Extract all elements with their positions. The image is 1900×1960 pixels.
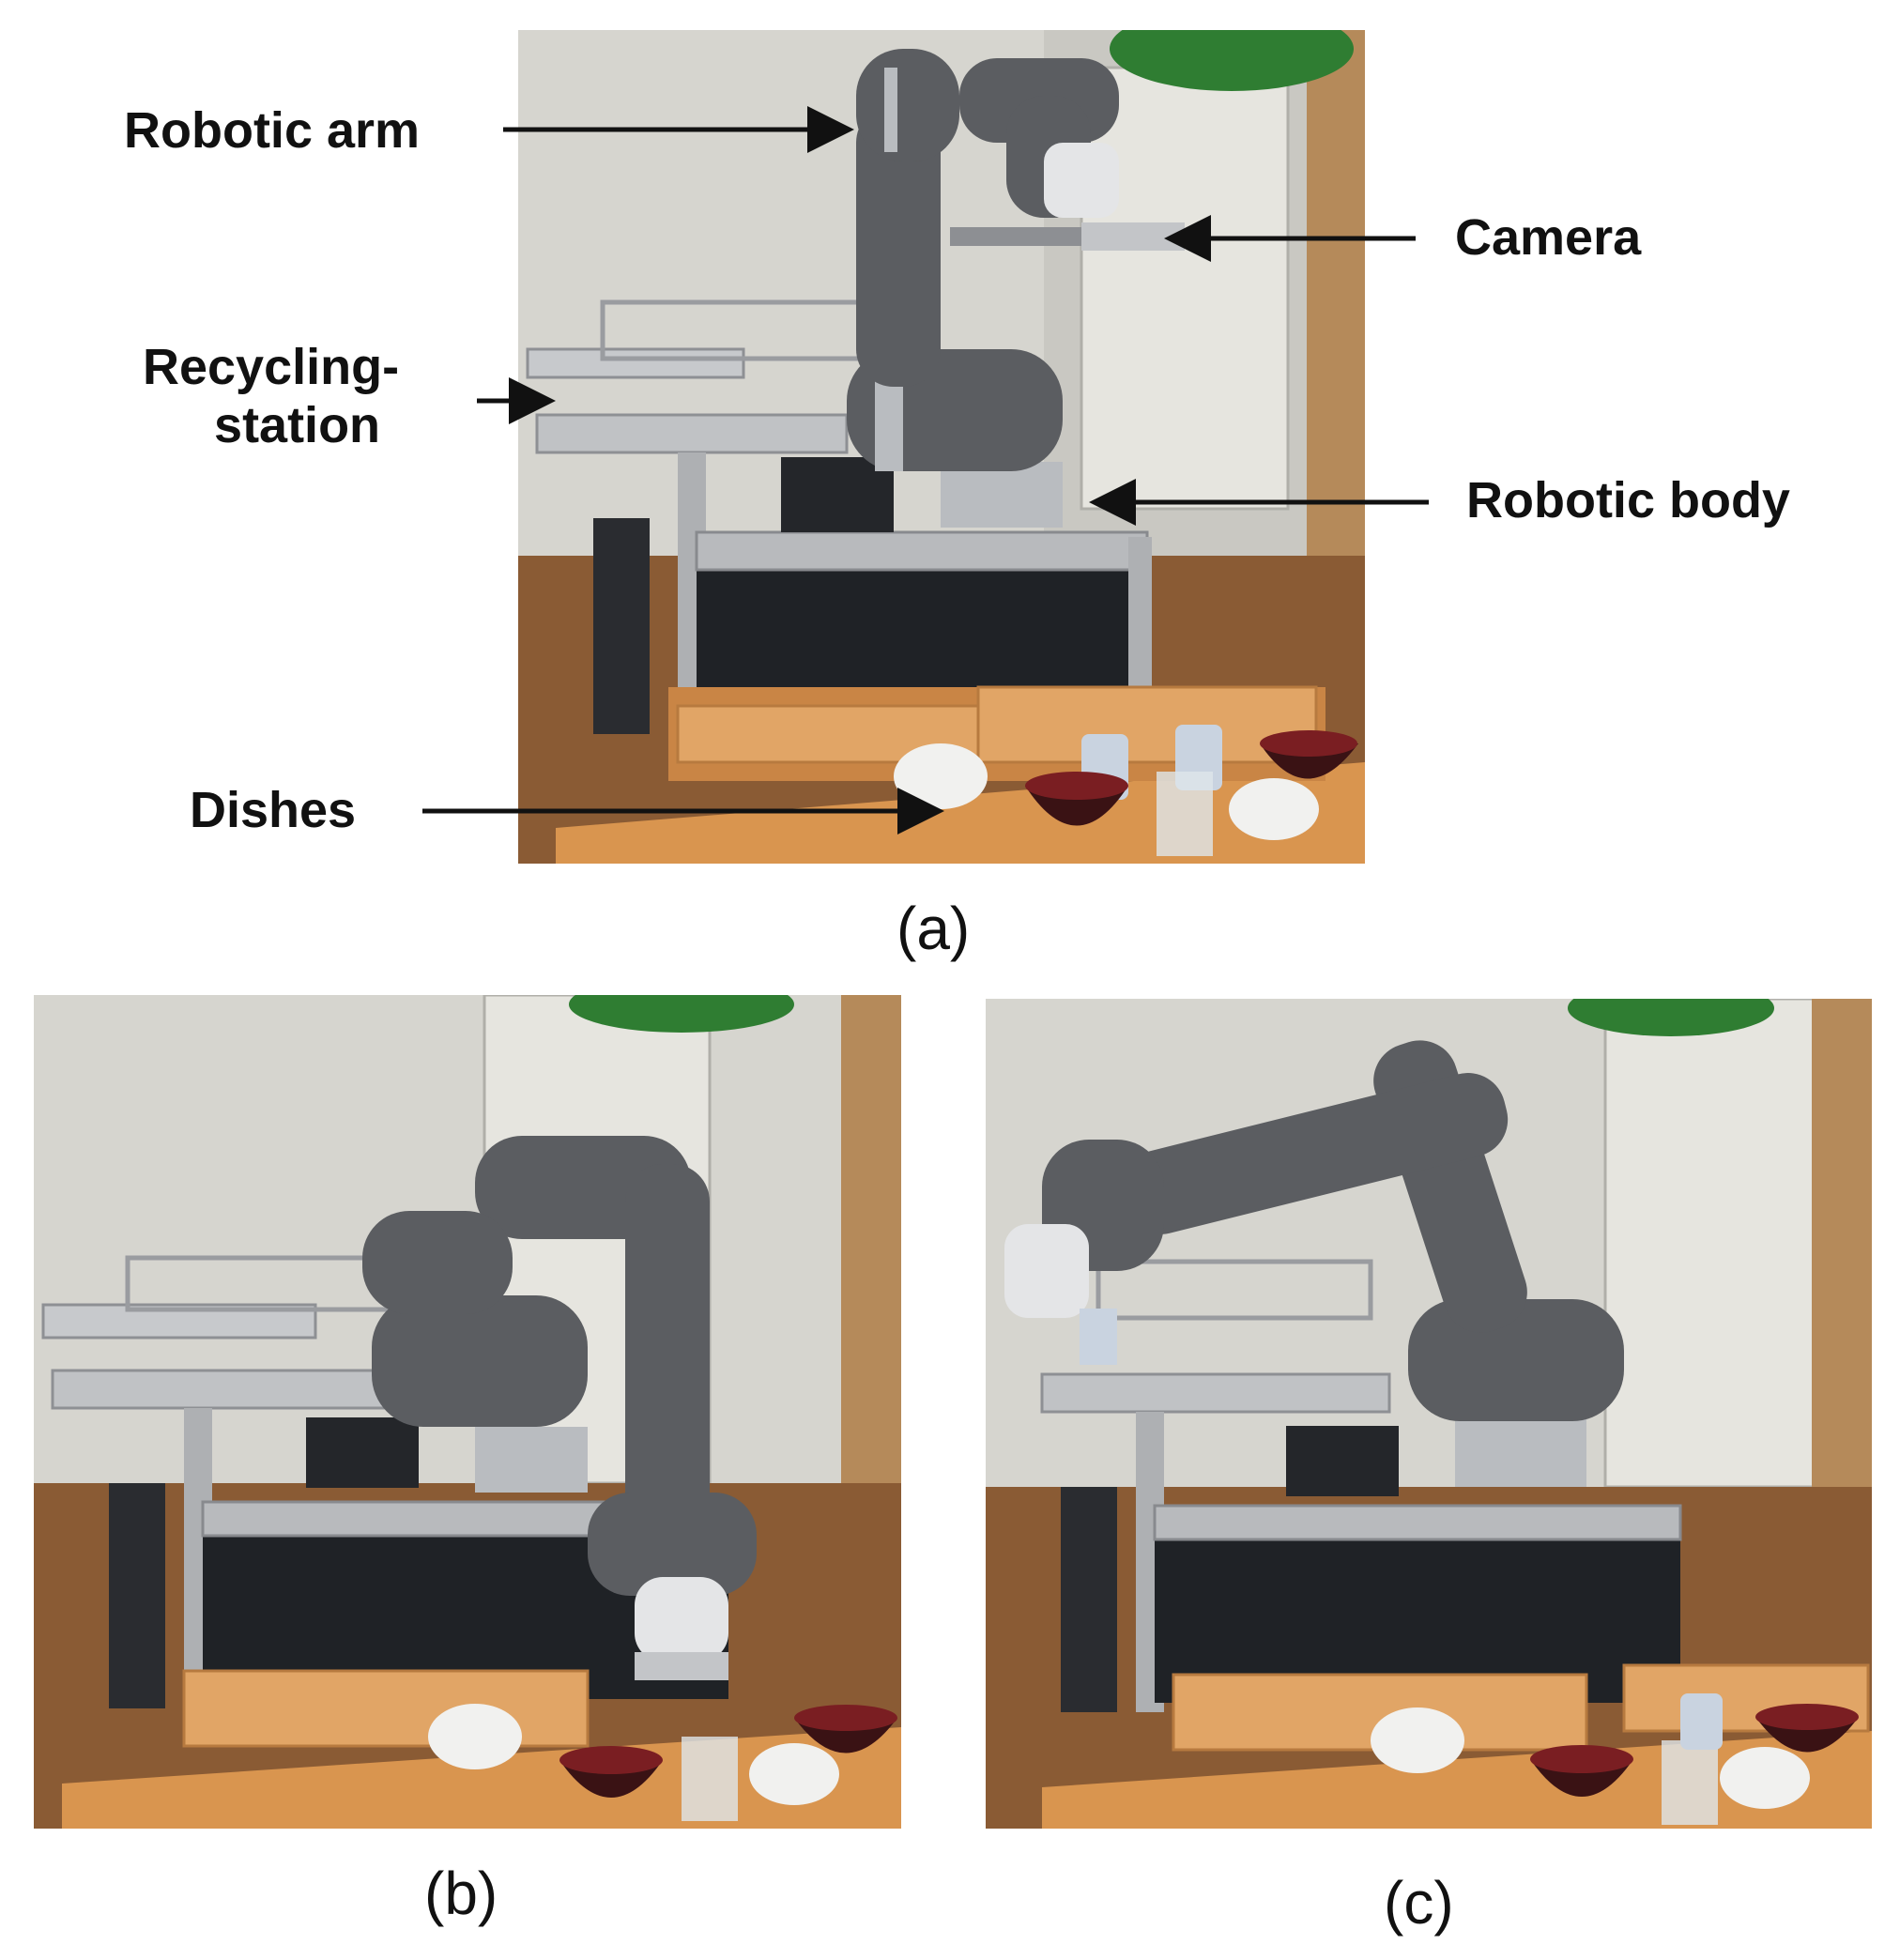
- photo-panel-b: [34, 995, 901, 1829]
- caption-a: (a): [896, 895, 971, 962]
- label-recycling-line1: Recycling-: [143, 339, 400, 395]
- label-recycling-station: Recycling- station: [143, 338, 399, 454]
- label-camera: Camera: [1455, 209, 1642, 266]
- caption-c: (c): [1384, 1869, 1454, 1937]
- label-robotic-arm: Robotic arm: [124, 102, 421, 159]
- label-recycling-line2: station: [214, 397, 381, 454]
- robot-scene-b-illustration: [34, 995, 901, 1829]
- robot-scene-a-illustration: [518, 30, 1365, 864]
- caption-b: (b): [424, 1860, 498, 1927]
- photo-panel-a: [518, 30, 1365, 864]
- label-robotic-body: Robotic body: [1466, 472, 1790, 528]
- robot-scene-c-illustration: [986, 999, 1872, 1829]
- photo-panel-c: [986, 999, 1872, 1829]
- label-dishes: Dishes: [190, 782, 357, 838]
